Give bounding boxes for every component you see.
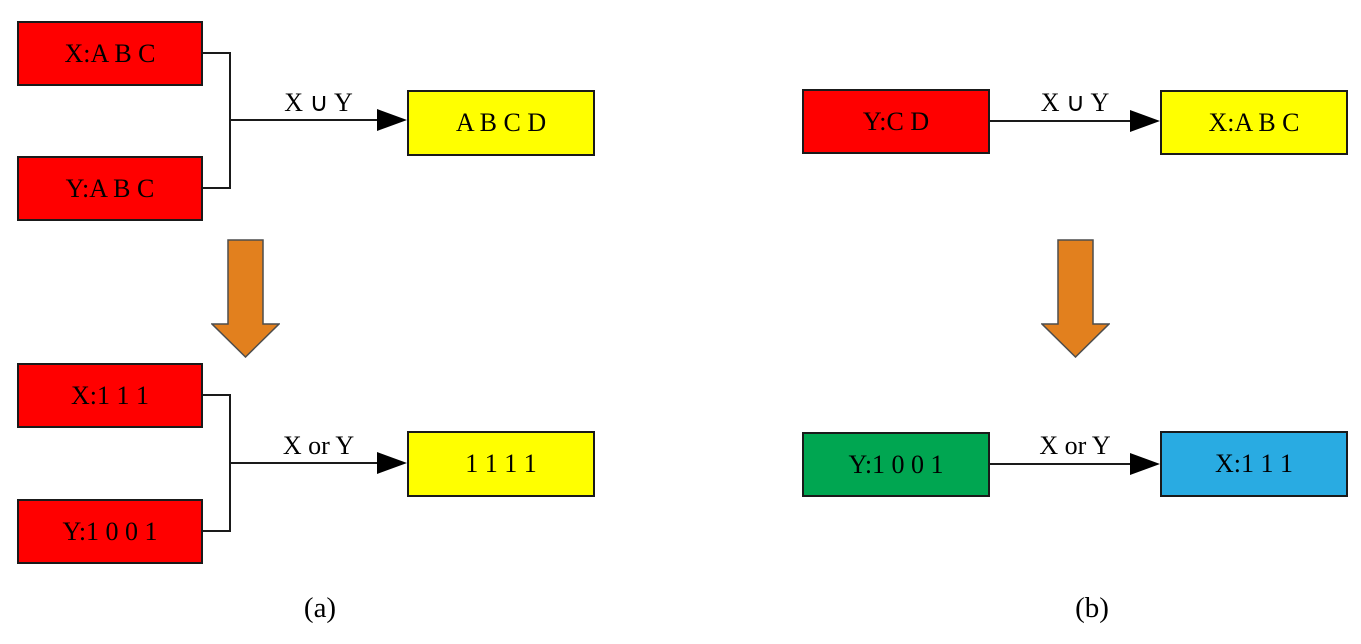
bracket-stub-top <box>203 394 231 396</box>
down-arrow-icon <box>211 239 280 358</box>
connector-line <box>990 120 1130 122</box>
set-y-box: Y:A B C <box>17 156 203 221</box>
bracket-stub-top <box>203 52 231 54</box>
or-result-box: 1 1 1 1 <box>407 431 595 497</box>
caption-a: (a) <box>303 592 337 624</box>
union-op-label: X ∪ Y <box>1040 88 1110 117</box>
or-result-box: X:1 1 1 <box>1160 431 1348 497</box>
bitmap-y-box: Y:1 0 0 1 <box>802 432 990 497</box>
arrowhead-icon <box>1130 453 1160 475</box>
bracket-stub-bottom <box>203 187 231 189</box>
arrowhead-icon <box>1130 110 1160 132</box>
bracket-stub-bottom <box>203 530 231 532</box>
arrowhead-icon <box>377 452 407 474</box>
union-op-label: X ∪ Y <box>284 88 353 117</box>
union-result-box: A B C D <box>407 90 595 156</box>
or-op-label: X or Y <box>1039 431 1111 460</box>
connector-line <box>229 462 379 464</box>
bitmap-y-box: Y:1 0 0 1 <box>17 499 203 564</box>
bitmap-x-box: X:1 1 1 <box>17 363 203 428</box>
down-arrow-icon <box>1041 239 1110 358</box>
union-result-box: X:A B C <box>1160 90 1348 155</box>
connector-line <box>990 463 1130 465</box>
set-x-box: X:A B C <box>17 21 203 86</box>
set-y-box: Y:C D <box>802 89 990 154</box>
connector-line <box>229 119 379 121</box>
caption-b: (b) <box>1075 592 1109 624</box>
or-op-label: X or Y <box>282 431 355 460</box>
arrowhead-icon <box>377 109 407 131</box>
